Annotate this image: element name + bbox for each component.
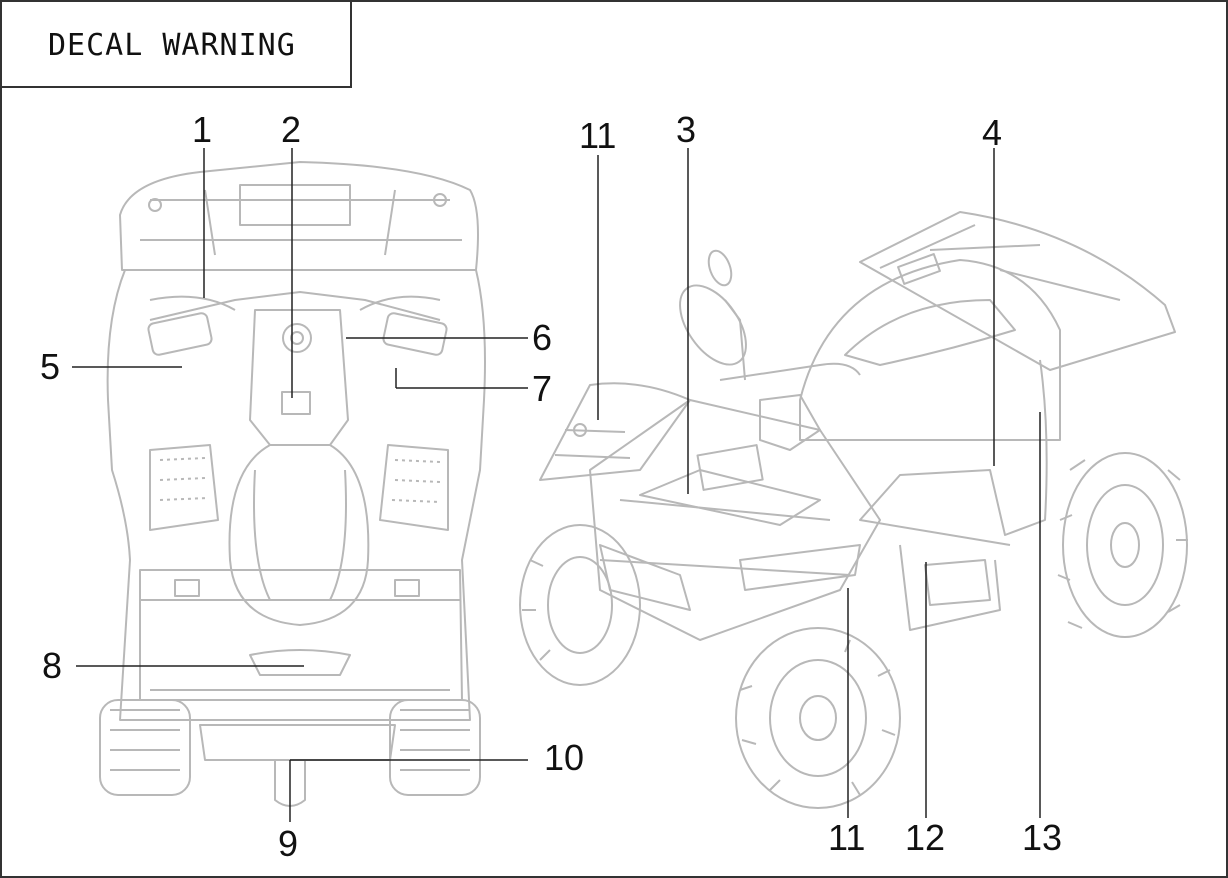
callout-9: 9 <box>278 823 299 864</box>
callout-3: 3 <box>676 109 697 150</box>
page-title: DECAL WARNING <box>48 28 296 63</box>
callout-4: 4 <box>982 112 1003 153</box>
callout-11-bottom: 11 <box>828 817 866 858</box>
title-box: DECAL WARNING <box>2 2 352 88</box>
callout-10: 10 <box>544 737 585 778</box>
callout-13: 13 <box>1022 817 1063 858</box>
callout-1: 1 <box>192 109 213 150</box>
callout-6: 6 <box>532 317 553 358</box>
callout-5: 5 <box>40 346 61 387</box>
callout-12: 12 <box>905 817 946 858</box>
callout-8: 8 <box>42 645 63 686</box>
callout-7: 7 <box>532 368 553 409</box>
callout-11-top: 11 <box>579 115 617 156</box>
leader-lines <box>72 148 1041 822</box>
atv-top-view <box>99 161 486 807</box>
callout-2: 2 <box>281 109 302 150</box>
atv-perspective-view <box>519 211 1188 809</box>
